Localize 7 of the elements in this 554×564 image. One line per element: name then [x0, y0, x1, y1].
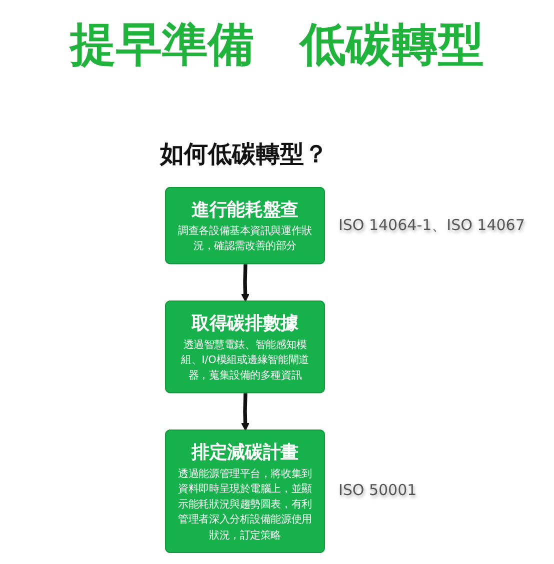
arrow [241, 393, 250, 431]
title: 提早準備 低碳轉型 [68, 16, 485, 73]
standard-note: ISO 14064-1、ISO 14067 [338, 216, 525, 235]
flowchart: 進行能耗盤查 調查各設備基本資訊與運作狀況，確認需改善的部分 取得碳排數據 透過智慧電錶、智能感知模組、I/O模組或邊緣智能閘道器，蒐集設備的多種資訊 排定減碳計畫 透過能源管理平台，將收集到資料即時呈現於電腦上，並顯示能耗狀況與趨勢圖表，有利管理者深入分析設備能源使用狀況，訂定策略 [150, 180, 340, 560]
subtitle: 如何低碳轉型？ [160, 139, 328, 170]
arrow [241, 264, 250, 302]
standard-note: ISO 50001 [338, 481, 417, 500]
